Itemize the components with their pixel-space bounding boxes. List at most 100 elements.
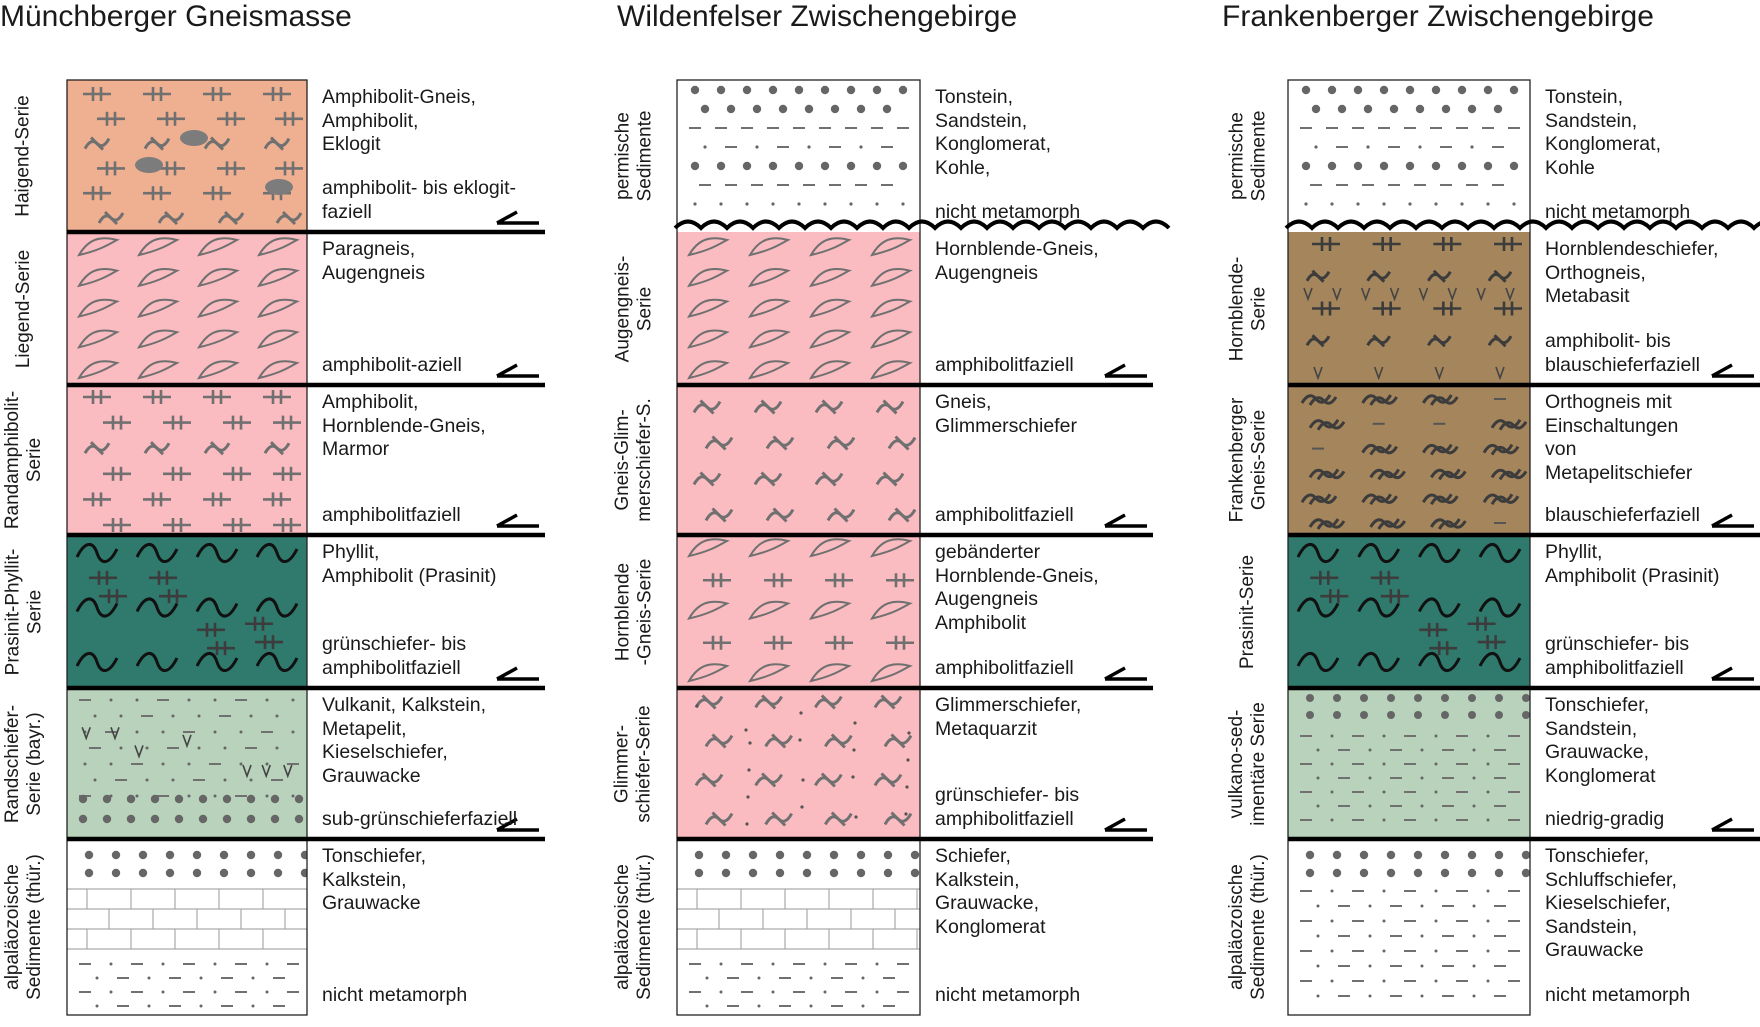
unit-fill [677,688,920,839]
facies-line: nicht metamorph [935,983,1081,1006]
lithology-line: Einschaltungen [1545,414,1679,437]
lithology-line: Tonschiefer, [322,845,427,867]
facies-line: blauschieferfaziell [1545,503,1701,526]
lithology-line: Paragneis, [322,238,416,260]
lithology-pattern [677,850,920,1008]
unit-metamorphic-facies: nicht metamorph [1545,984,1690,1008]
lithology-line: Tonschiefer, [1545,694,1650,716]
lithology-pattern [692,399,917,523]
unit-fill [67,385,307,535]
unit-metamorphic-facies: niedrig-gradig [1545,808,1664,832]
unit-lithology-description: Vulkanit, Kalkstein,Metapelit,Kieselschi… [322,694,486,788]
lithology-line: Grauwacke [1545,939,1644,961]
unit-metamorphic-facies: amphibolitfaziell [322,504,461,528]
lithology-line: Metapelitschiefer [1545,461,1693,484]
unit-metamorphic-facies: amphibolitfaziell [935,354,1074,378]
facies-line: amphibolitfaziell [935,353,1074,376]
column-frame [676,79,921,1016]
lithology-line: Augengneis [935,588,1039,610]
lithology-line: Amphibolit (Prasinit) [322,564,497,587]
unit-lithology-description: Gneis,Glimmerschiefer [935,391,1077,438]
unit-lithology-description: Phyllit,Amphibolit (Prasinit) [1545,541,1719,588]
unit-fill [1288,839,1530,1015]
lithology-line: Sandstein, [935,109,1028,132]
lithology-line: Amphibolit, [322,391,419,413]
lithology-pattern [78,698,304,824]
unit-metamorphic-facies: amphibolitfaziell [935,657,1074,681]
lithology-line: Hornblendeschiefer, [1545,238,1719,260]
unit-fill [67,232,307,385]
lithology-line: Konglomerat [1545,764,1656,787]
lithology-line: Metabasit [1545,285,1630,307]
facies-line: nicht metamorph [935,200,1081,223]
lithology-line: Amphibolit (Prasinit) [1545,564,1720,587]
unit-prasinit [67,535,307,688]
lithology-line: Marmor [322,438,390,460]
facies-line: faziell [322,200,372,223]
unit-fill [67,80,307,232]
lithology-pattern [76,237,300,380]
lithology-pattern [1300,85,1520,206]
lithology-line: Tonstein, [1545,86,1624,108]
lithology-pattern [1300,394,1528,530]
lithology-line: Schluffschiefer, [1545,868,1677,891]
lithology-pattern [1300,694,1530,822]
unit-metamorphic-facies: amphibolit- bis eklogit-faziell [322,177,516,224]
unit-thuer [67,839,307,1015]
lithology-line: Phyllit, [322,541,380,563]
unit-thuer [677,839,920,1015]
lithology-pattern [83,390,301,532]
facies-line: amphibolit- bis [1545,330,1671,352]
unit-metamorphic-facies: amphibolit-aziell [322,354,462,378]
unit-lithology-description: Tonschiefer,Sandstein,Grauwacke,Konglome… [1545,694,1656,788]
unit-frankthuer [1288,839,1530,1015]
lithology-line: Metaquarzit [935,717,1037,740]
lithology-line: von [1545,438,1577,460]
lithology-line: Kohle, [935,156,991,179]
lithology-line: Glimmerschiefer [935,414,1077,437]
facies-line: nicht metamorph [1545,200,1691,223]
unit-fill [677,839,920,1015]
unit-gneisglim [677,385,920,535]
unit-augen [677,232,920,385]
lithology-line: Phyllit, [1545,541,1603,563]
lithology-line: Tonschiefer, [1545,845,1650,867]
facies-line: grünschiefer- bis [935,784,1080,806]
facies-line: nicht metamorph [322,983,468,1006]
lithology-line: Konglomerat [935,915,1046,938]
unit-perm [1288,80,1530,232]
unit-fill [67,688,307,839]
facies-line: nicht metamorph [1545,983,1691,1006]
facies-line: sub-grünschieferfaziell [322,807,518,830]
unit-lithology-description: Hornblende-Gneis,Augengneis [935,238,1099,285]
unit-vulkano [1288,688,1530,839]
lithology-line: Augengneis [322,261,426,284]
lithology-line: Kieselschiefer, [1545,892,1671,914]
lithology-pattern [1300,850,1530,998]
unit-augen [67,232,307,385]
lithology-line: Sandstein, [1545,717,1638,740]
unit-metamorphic-facies: sub-grünschieferfaziell [322,808,517,832]
lithology-line: Glimmerschiefer, [935,694,1082,716]
unit-fill [1288,535,1530,688]
lithology-line: Eklogit [322,133,381,155]
lithology-pattern [83,87,303,226]
unit-metamorphic-facies: blauschieferfaziell [1545,504,1700,528]
lithology-line: Kalkstein, [935,868,1020,891]
lithology-pattern [75,543,299,672]
unit-lithology-description: Paragneis,Augengneis [322,238,425,285]
lithology-line: Orthogneis mit [1545,391,1672,413]
lithology-line: Kohle [1545,156,1595,179]
facies-line: blauschieferfaziell [1545,353,1701,376]
boundaries [67,210,545,842]
lithology-line: Konglomerat, [1545,133,1661,155]
unit-lithology-description: Tonschiefer,Kalkstein,Grauwacke [322,845,426,916]
lithology-pattern [686,538,914,683]
lithology-line: Kieselschiefer, [322,741,448,763]
unit-lithology-description: Tonstein,Sandstein,Konglomerat,Kohle, [935,86,1051,180]
column-frame [1287,79,1531,1016]
unit-lithology-description: Schiefer,Kalkstein,Grauwacke,Konglomerat [935,845,1046,939]
lithology-line: Amphibolit-Gneis, [322,86,476,108]
